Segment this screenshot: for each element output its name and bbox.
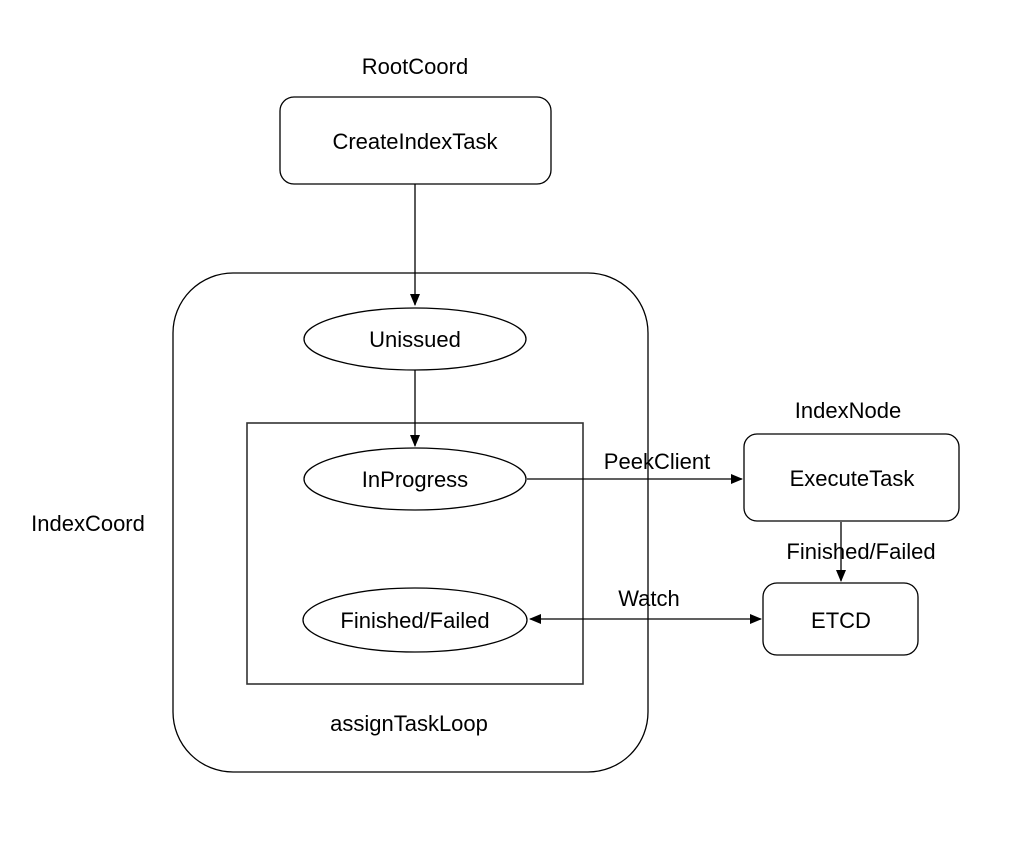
in-progress-label: InProgress <box>362 467 468 492</box>
finished-failed-state <box>302 587 528 653</box>
finished-failed-state-label: Finished/Failed <box>340 608 489 633</box>
in-progress-state <box>303 447 527 511</box>
root-coord-label: RootCoord <box>362 54 468 79</box>
index-coord-label: IndexCoord <box>31 511 145 536</box>
etcd-label: ETCD <box>811 608 871 633</box>
assign-task-loop-label: assignTaskLoop <box>330 711 488 736</box>
etcd-node <box>762 582 919 656</box>
unissued-label: Unissued <box>369 327 461 352</box>
watch-label: Watch <box>618 586 680 611</box>
index-coord-container <box>172 272 649 773</box>
finished-failed-edge-label: Finished/Failed <box>786 539 935 564</box>
create-index-task-label: CreateIndexTask <box>332 129 498 154</box>
execute-task-node <box>743 433 960 522</box>
execute-task-label: ExecuteTask <box>790 466 916 491</box>
index-node-label: IndexNode <box>795 398 901 423</box>
peek-client-label: PeekClient <box>604 449 710 474</box>
